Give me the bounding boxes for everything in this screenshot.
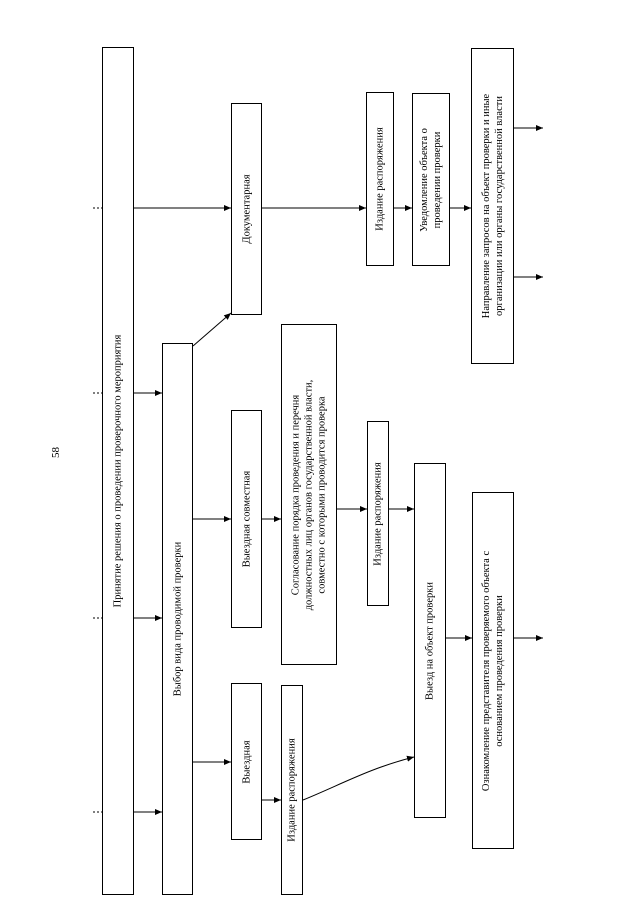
agreement-line-2: должностных лиц органов государственной … — [303, 379, 315, 610]
requests-box: Направление запросов на объект проверки … — [471, 48, 514, 364]
documentary-order-box: Издание распоряжения — [366, 92, 394, 266]
decision-label: Принятие решения о проведении проверочно… — [112, 334, 124, 608]
requests-line-1: Направление запросов на объект проверки … — [480, 93, 492, 319]
notice-box: Уведомление объекта о проведении проверк… — [412, 93, 450, 266]
connector-choice-documentary — [192, 312, 232, 347]
departure-box: Выезд на объект проверки — [414, 463, 446, 818]
familiarization-box: Ознакомление представителя проверяемого … — [472, 492, 514, 849]
familiarization-label: Ознакомление представителя проверяемого … — [480, 550, 506, 790]
joint-order-box: Издание распоряжения — [367, 421, 389, 606]
connector-order-departure — [302, 755, 415, 801]
familiarization-line-1: Ознакомление представителя проверяемого … — [481, 550, 492, 791]
onsite-order-box: Издание распоряжения — [281, 685, 303, 895]
familiarization-line-2: основанием проведения проверки — [494, 594, 505, 747]
type-documentary-box: Документарная — [231, 103, 262, 315]
joint-order-label: Издание распоряжения — [372, 461, 384, 566]
decision-box: Принятие решения о проведении проверочно… — [102, 47, 134, 895]
page-number: 58 — [50, 447, 62, 458]
choice-label: Выбор вида проводимой проверки — [172, 541, 183, 697]
type-onsite-label: Выездная — [241, 739, 252, 784]
agreement-label: Согласование порядка проведения и перечн… — [290, 379, 329, 610]
type-onsite-box: Выездная — [231, 683, 262, 840]
type-onsite-joint-box: Выездная совместная — [231, 410, 262, 628]
departure-label: Выезд на объект проверки — [424, 581, 436, 700]
onsite-order-label: Издание распоряжения — [286, 738, 298, 842]
documentary-order-label: Издание распоряжения — [374, 127, 386, 231]
notice-label: Уведомление объекта о проведении проверк… — [418, 128, 444, 232]
requests-line-2: организации или органы государственной в… — [493, 96, 505, 316]
agreement-box: Согласование порядка проведения и перечн… — [281, 324, 337, 665]
notice-line-2: проведении проверки — [432, 131, 443, 228]
agreement-line-3: совместно с которыми проводится проверка — [316, 395, 328, 594]
notice-line-1: Уведомление объекта о — [419, 127, 430, 232]
type-documentary-label: Документарная — [241, 174, 252, 244]
type-onsite-joint-label: Выездная совместная — [241, 470, 252, 568]
choice-box: Выбор вида проводимой проверки — [162, 343, 193, 895]
agreement-line-1: Согласование порядка проведения и перечн… — [290, 394, 302, 595]
requests-label: Направление запросов на объект проверки … — [480, 94, 506, 318]
